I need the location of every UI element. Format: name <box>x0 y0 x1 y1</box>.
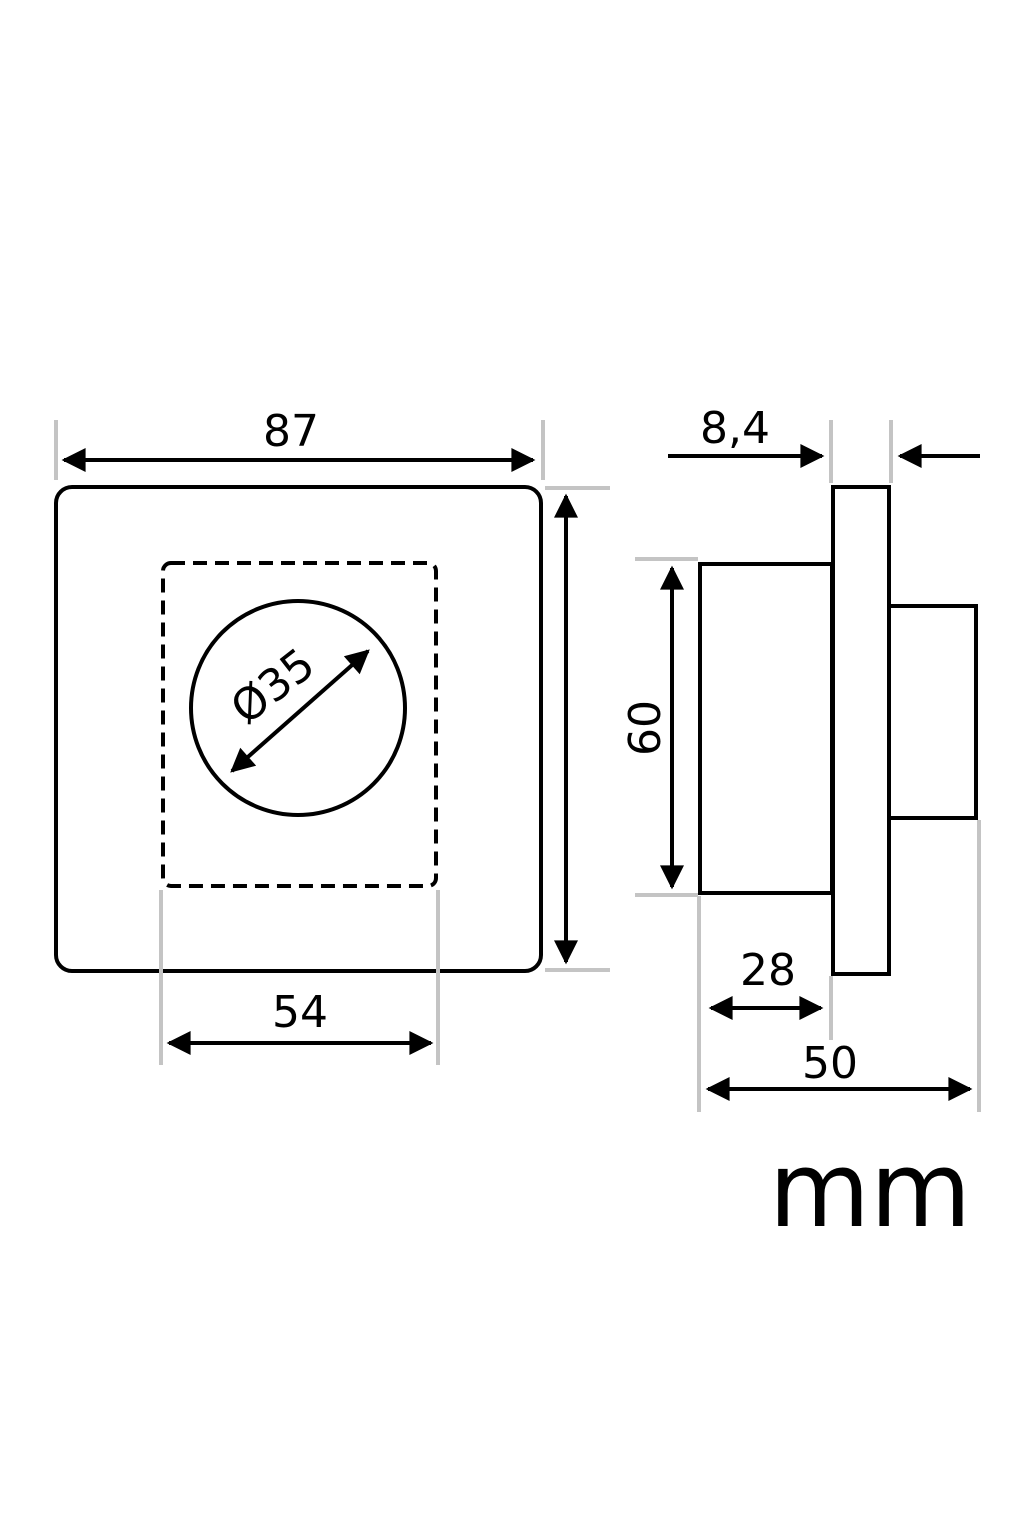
diameter-label: Ø35 <box>222 639 325 735</box>
body-outline <box>698 562 834 895</box>
total-depth-label: 50 <box>802 1038 858 1089</box>
front-plate-outline <box>54 485 543 973</box>
diameter-arrow <box>230 649 370 773</box>
body-depth-label: 28 <box>740 945 796 996</box>
width-label: 87 <box>263 406 319 457</box>
body-height-label: 60 <box>620 700 671 756</box>
plate-outline <box>831 485 891 976</box>
front-view: Ø35 87 54 <box>54 406 610 1065</box>
thickness-label: 8,4 <box>700 403 770 454</box>
side-view: 8,4 60 28 50 <box>620 403 981 1112</box>
back-knob-outline <box>887 604 978 820</box>
cutout-dashed-outline <box>161 561 438 888</box>
unit-label: mm <box>769 1129 972 1251</box>
hole-circle <box>189 599 407 817</box>
cutout-width-label: 54 <box>272 987 328 1038</box>
